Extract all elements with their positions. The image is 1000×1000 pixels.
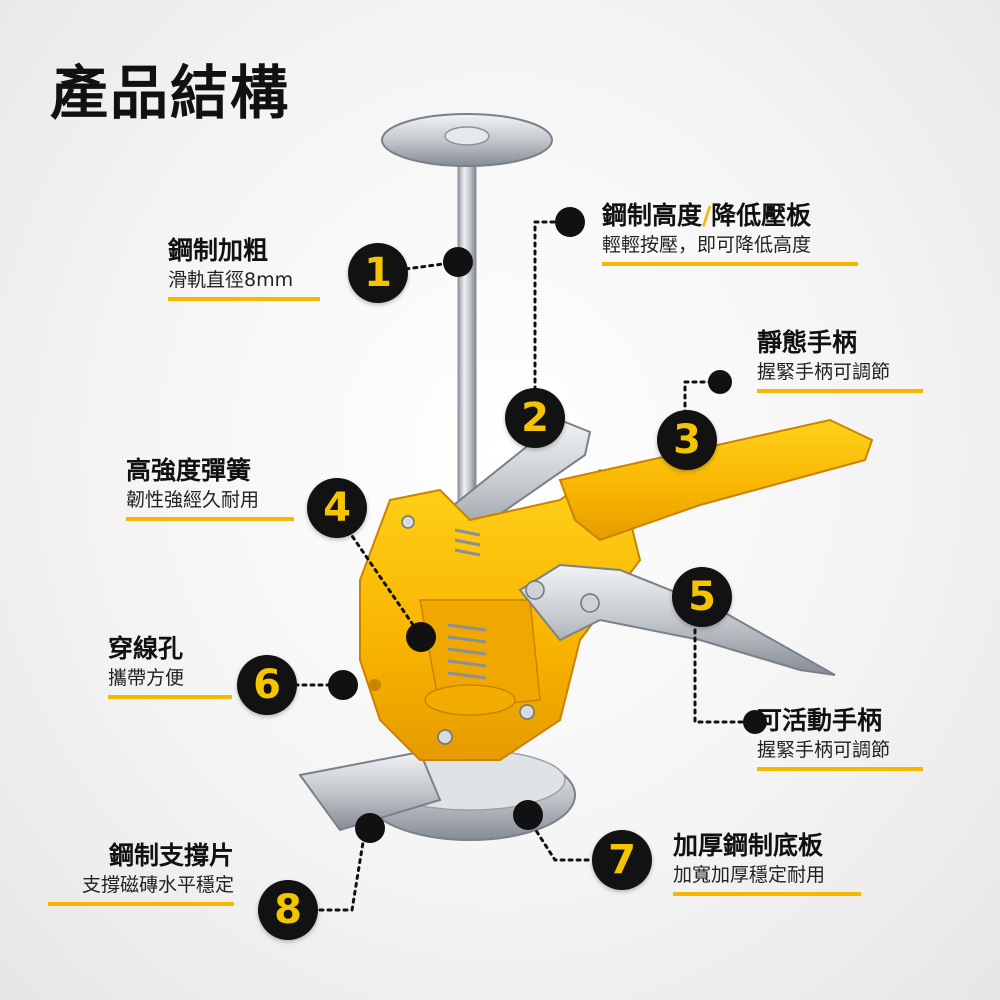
callout-7: 加厚鋼制底板 加寬加厚穩定耐用 — [673, 830, 861, 896]
callout-6-underline — [108, 695, 232, 699]
badge-5: 5 — [672, 567, 732, 627]
callout-8: 鋼制支撐片 支撐磁磚水平穩定 — [48, 840, 234, 906]
callout-1-title: 鋼制加粗 — [168, 236, 269, 265]
badge-6: 6 — [237, 655, 297, 715]
rivets — [401, 515, 535, 745]
callout-8-subtitle: 支撐磁磚水平穩定 — [81, 874, 234, 896]
callout-2-underline — [602, 262, 858, 266]
callout-2-subtitle: 輕輕按壓，即可降低高度 — [602, 234, 812, 256]
callout-8-title: 鋼制支撐片 — [108, 841, 234, 870]
callout-7-title: 加厚鋼制底板 — [673, 831, 824, 860]
callout-4: 高強度彈簧 韌性強經久耐用 — [126, 455, 294, 521]
callout-5-underline — [757, 767, 923, 771]
badge-8: 8 — [258, 880, 318, 940]
badge-3: 3 — [657, 410, 717, 470]
callout-7-subtitle: 加寬加厚穩定耐用 — [673, 864, 826, 886]
callout-4-underline — [126, 517, 294, 521]
callout-1-underline — [168, 297, 320, 301]
yellow-body — [359, 468, 642, 761]
page-title: 產品結構 — [50, 59, 291, 127]
spring — [447, 528, 487, 680]
steel-support-tab — [298, 750, 442, 832]
callout-5-subtitle: 握緊手柄可調節 — [757, 739, 891, 761]
callout-6-title: 穿線孔 — [108, 634, 184, 663]
static-handle — [558, 418, 874, 542]
callout-3-subtitle: 握緊手柄可調節 — [757, 361, 891, 383]
callout-6: 穿線孔 攜帶方便 — [108, 633, 232, 699]
callout-7-underline — [673, 892, 861, 896]
movable-handle — [518, 563, 836, 676]
anchor-dots — [328, 207, 767, 843]
callout-8-underline — [48, 902, 234, 906]
badge-2: 2 — [505, 388, 565, 448]
callout-3: 靜態手柄 握緊手柄可調節 — [757, 327, 923, 393]
top-disk — [381, 113, 553, 167]
badge-4: 4 — [307, 478, 367, 538]
badge-1: 1 — [348, 243, 408, 303]
badge-7: 7 — [592, 830, 652, 890]
callout-5: 可活動手柄 握緊手柄可調節 — [757, 705, 923, 771]
callout-5-title: 可活動手柄 — [757, 706, 883, 735]
wire-hole — [369, 679, 381, 691]
callout-1-subtitle: 滑軌直徑8mm — [168, 269, 294, 291]
callout-2-title: 鋼制高度/降低壓板 — [602, 201, 812, 230]
callout-6-subtitle: 攜帶方便 — [108, 667, 185, 689]
callout-1: 鋼制加粗 滑軌直徑8mm — [168, 235, 320, 301]
callout-4-subtitle: 韌性強經久耐用 — [126, 489, 260, 511]
callout-3-title: 靜態手柄 — [757, 328, 858, 357]
callout-4-title: 高強度彈簧 — [126, 456, 252, 485]
callout-2: 鋼制高度/降低壓板 輕輕按壓，即可降低高度 — [602, 200, 858, 266]
callout-3-underline — [757, 389, 923, 393]
